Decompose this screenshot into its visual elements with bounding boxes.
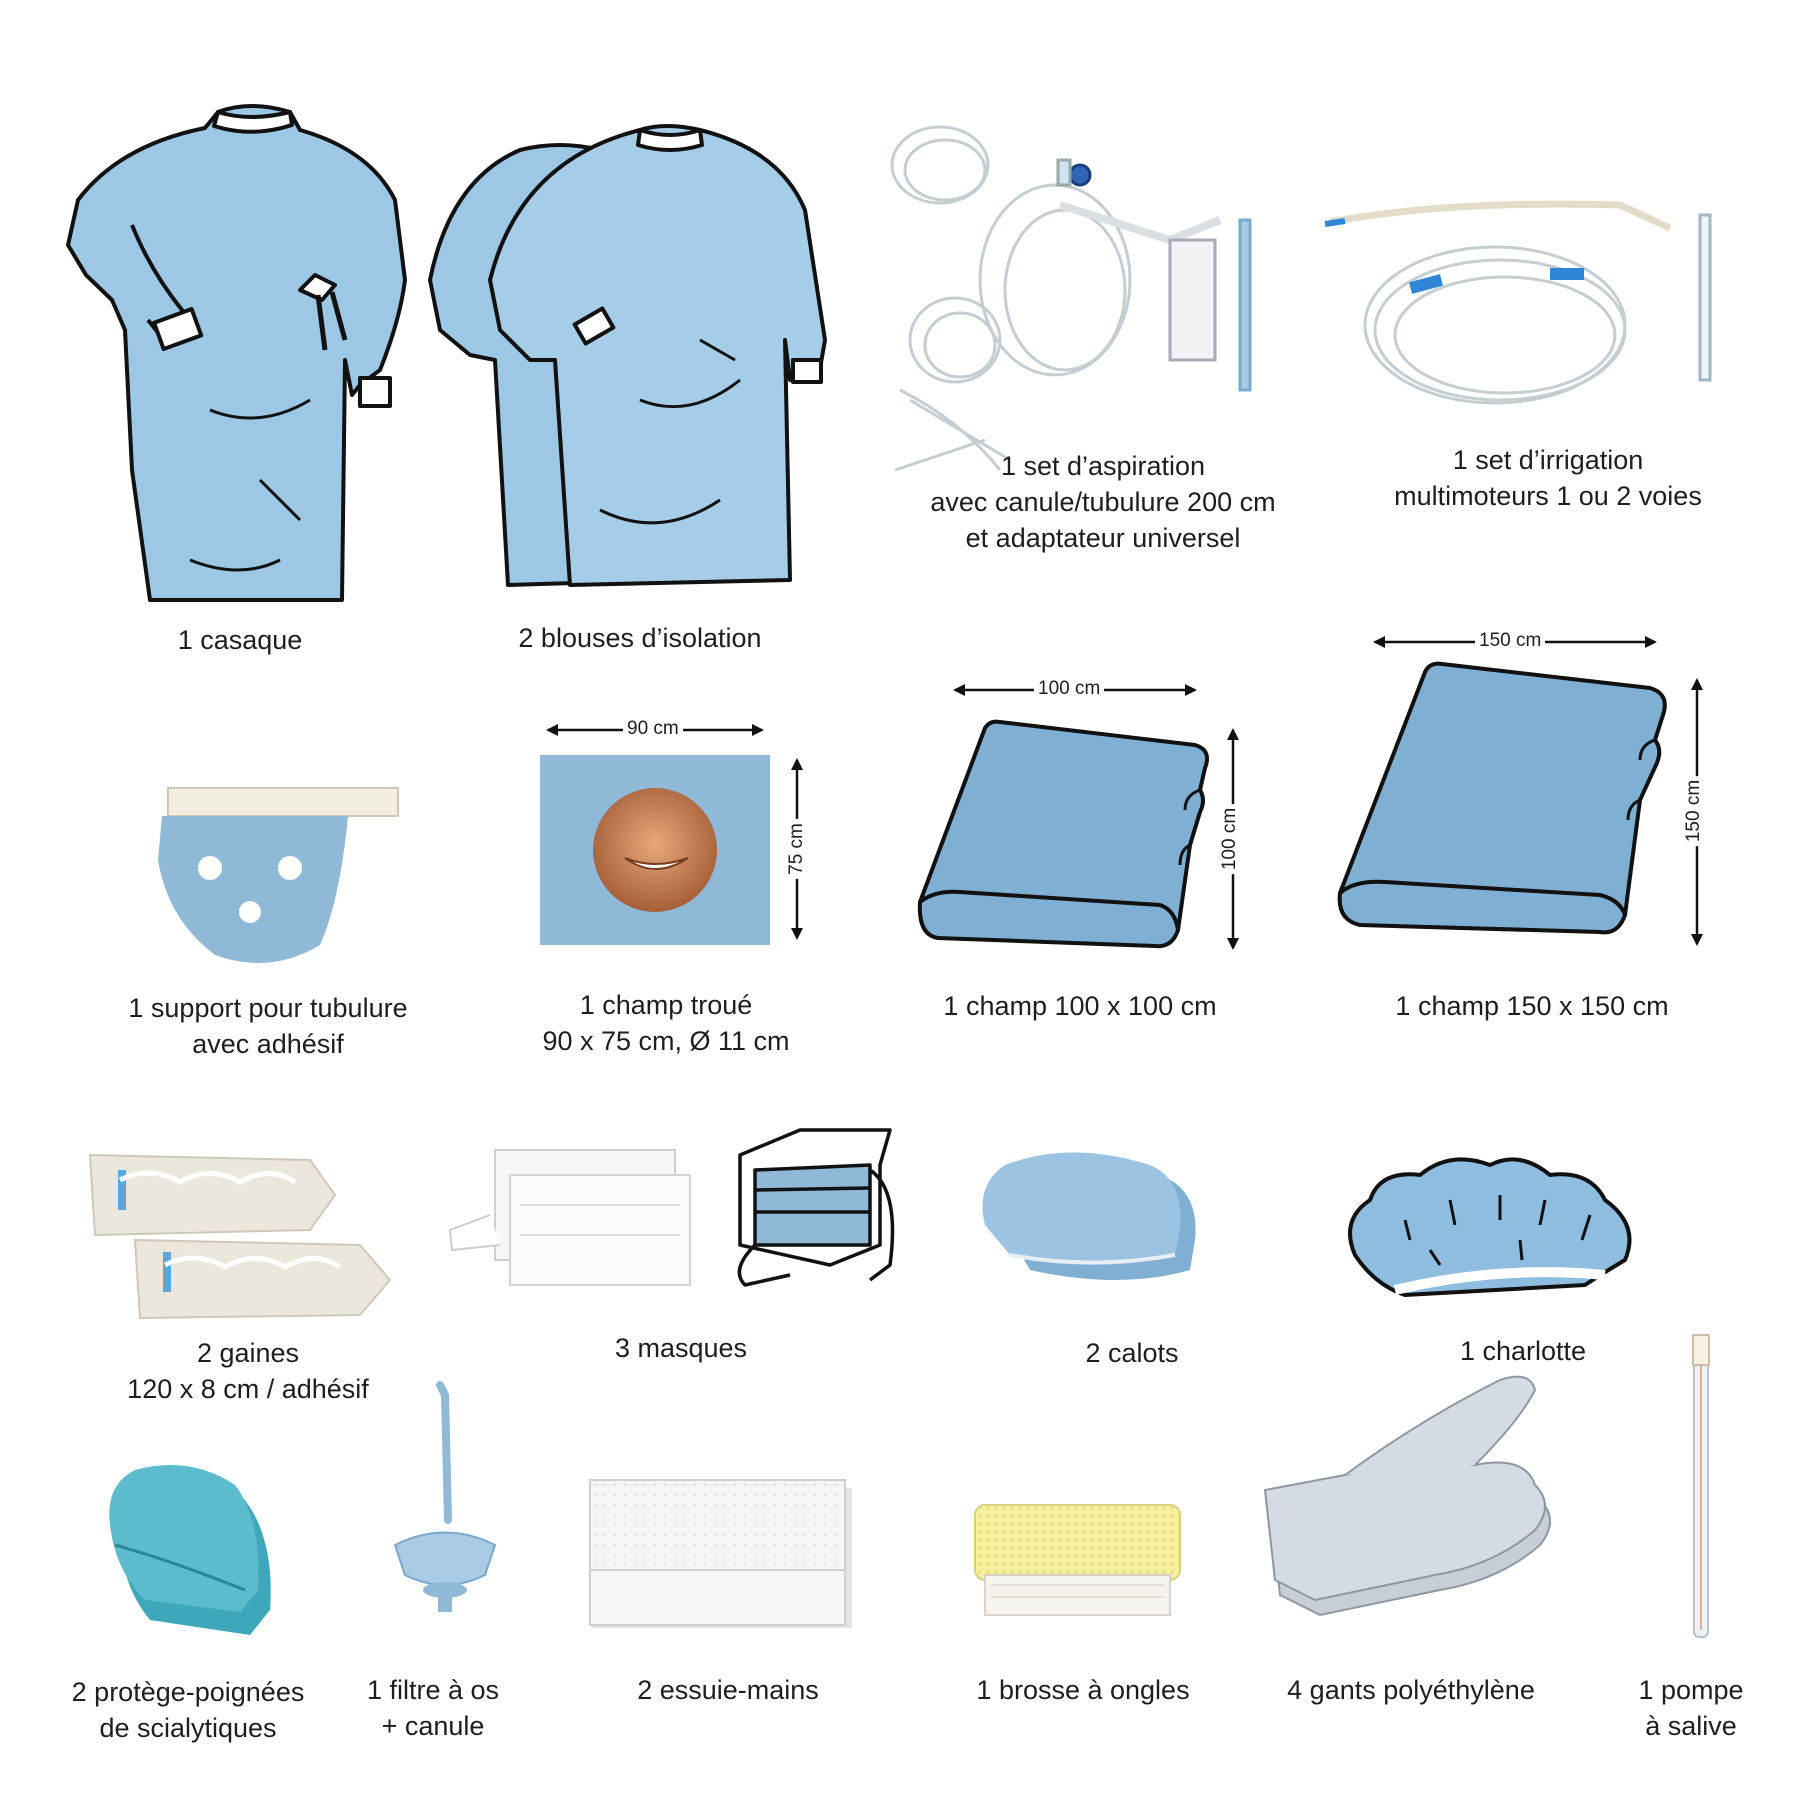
- suction-set-icon: [890, 125, 1252, 472]
- dimension-width-champ-100: 100 cm: [1034, 678, 1105, 700]
- tubing-holder-icon: [158, 787, 399, 963]
- item-label-calots: 2 calots: [1085, 1338, 1179, 1368]
- item-label-essuie: 2 essuie-mains: [637, 1675, 819, 1705]
- sleeves-icon: [88, 1153, 392, 1320]
- item-label-support: 1 support pour tubulure avec adhésif: [128, 993, 408, 1059]
- surgical-gown-icon: [66, 104, 407, 602]
- item-label-irrigation: 1 set d’irrigation multimoteurs 1 ou 2 v…: [1394, 445, 1702, 511]
- nail-brush-icon: [974, 1504, 1181, 1616]
- item-label-brosse: 1 brosse à ongles: [976, 1675, 1190, 1705]
- item-label-filtre: 1 filtre à os + canule: [366, 1675, 500, 1741]
- folded-drape-icon: [1337, 636, 1703, 946]
- item-label-gaines: 2 gaines 120 x 8 cm / adhésif: [127, 1338, 369, 1404]
- item-label-blouses: 2 blouses d’isolation: [518, 623, 762, 653]
- irrigation-set-icon: [1324, 200, 1712, 405]
- item-label-gants: 4 gants polyéthylène: [1287, 1675, 1535, 1705]
- light-handle-covers-icon: [109, 1465, 271, 1635]
- dimension-height-champ-150: 150 cm: [1683, 775, 1706, 847]
- dimension-height-champ-100: 100 cm: [1219, 803, 1242, 875]
- dimension-height-champ-troue: 75 cm: [785, 819, 808, 879]
- folded-drape-icon: [917, 684, 1239, 950]
- item-label-champ-150: 1 champ 150 x 150 cm: [1395, 991, 1669, 1021]
- dimension-width-champ-150: 150 cm: [1475, 630, 1546, 652]
- item-label-pompe: 1 pompe à salive: [1638, 1675, 1744, 1741]
- face-masks-icon: [448, 1128, 895, 1287]
- surgical-caps-icon: [982, 1152, 1196, 1280]
- bouffant-cap-icon: [1348, 1157, 1632, 1297]
- item-label-champ-troue: 1 champ troué 90 x 75 cm, Ø 11 cm: [542, 990, 790, 1056]
- item-label-aspiration: 1 set d’aspiration avec canule/tubulure …: [930, 451, 1276, 553]
- item-label-charlotte: 1 charlotte: [1459, 1336, 1587, 1366]
- bone-filter-icon: [393, 1381, 497, 1612]
- dimension-width-champ-troue: 90 cm: [623, 718, 683, 740]
- hand-towels-icon: [589, 1479, 852, 1628]
- item-label-champ-100: 1 champ 100 x 100 cm: [943, 991, 1217, 1021]
- item-label-protege: 2 protège-poignées de scialytiques: [71, 1677, 305, 1743]
- saliva-ejector-icon: [1692, 1334, 1710, 1638]
- item-label-masques: 3 masques: [614, 1333, 748, 1363]
- isolation-gowns-icon: [428, 124, 827, 587]
- fenestrated-drape-icon: [540, 724, 803, 945]
- gloves-icon: [1263, 1375, 1551, 1617]
- item-label-casaque: 1 casaque: [177, 625, 303, 655]
